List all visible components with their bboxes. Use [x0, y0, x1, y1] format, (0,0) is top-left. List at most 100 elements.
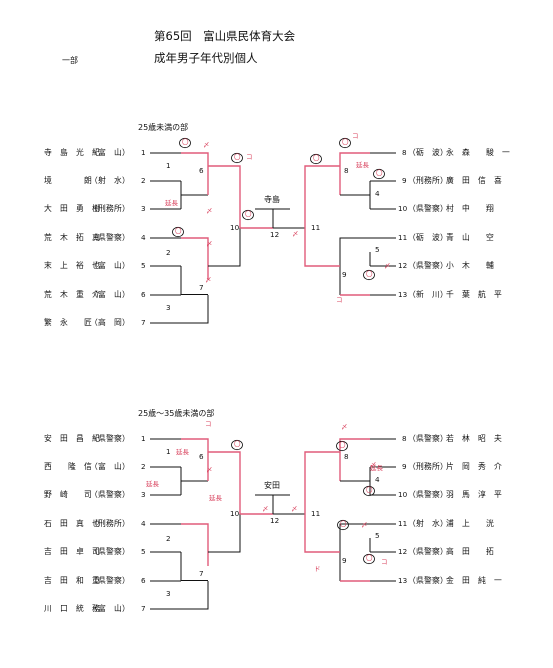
result-mark: コ	[205, 420, 212, 428]
bracket-line	[181, 581, 209, 610]
result-mark: 延長	[370, 464, 383, 472]
player-name: 荒 木 拓 真	[44, 233, 100, 242]
match-number: 8	[344, 166, 349, 175]
bracket-line	[339, 237, 370, 295]
result-mark: 〆	[206, 240, 213, 248]
match-number: 1	[166, 161, 171, 170]
win-line	[304, 451, 340, 514]
result-mark: コ	[246, 153, 253, 161]
seed-number: 3	[141, 204, 146, 213]
win-line	[181, 152, 209, 195]
player-team: （射 水）	[408, 519, 448, 528]
match-number: 9	[342, 556, 347, 565]
match-number: 2	[166, 248, 171, 257]
seed-number: 7	[141, 604, 146, 613]
match-number: 12	[270, 230, 280, 239]
result-mark: 〇	[366, 270, 373, 278]
player-team: （砺 波）	[408, 148, 448, 157]
result-mark: 〇	[234, 440, 241, 448]
match-number: 12	[270, 516, 280, 525]
player-team: （県警察）	[408, 576, 448, 585]
seed-number: 8	[402, 148, 407, 157]
seed-number: 4	[141, 519, 146, 528]
player-name: 境 朗	[44, 176, 92, 185]
result-mark: 〇	[339, 441, 346, 449]
seed-number: 6	[141, 576, 146, 585]
player-team: （県警察）	[90, 490, 130, 499]
bracket-line	[208, 514, 241, 553]
player-team: （富 山）	[90, 604, 130, 613]
player-team: （県警察）	[90, 434, 130, 443]
mark-circle	[336, 440, 348, 452]
seed-number: 9	[402, 176, 407, 185]
player-team: （富 山）	[90, 462, 130, 471]
match-number: 5	[375, 531, 380, 540]
seed-number: 1	[141, 148, 146, 157]
seed-number: 1	[141, 434, 146, 443]
match-number: 2	[166, 534, 171, 543]
seed-number: 10	[398, 490, 408, 499]
mark-circle	[310, 153, 322, 165]
win-line	[304, 165, 340, 228]
seed-number: 11	[398, 519, 408, 528]
seed-number: 9	[402, 462, 407, 471]
result-mark: 延長	[176, 448, 189, 456]
player-name: 川 口 統 務	[44, 604, 100, 613]
winner-name: 安田	[264, 481, 280, 490]
match-number: 9	[342, 270, 347, 279]
seed-number: 13	[398, 576, 408, 585]
player-team: （県警察）	[408, 547, 448, 556]
player-name: 吉 田 和 重	[44, 576, 100, 585]
winner-name: 寺島	[264, 195, 280, 204]
player-name: 繁 永 匠	[44, 318, 92, 327]
player-team: （刑務所）	[90, 204, 130, 213]
match-number: 8	[344, 452, 349, 461]
match-number: 7	[199, 283, 204, 292]
win-line	[304, 228, 340, 267]
mark-circle	[172, 226, 184, 238]
match-number: 4	[375, 189, 380, 198]
win-line	[208, 165, 241, 228]
player-name: 千 葉 航 平	[446, 290, 502, 299]
player-team: （県警察）	[90, 233, 130, 242]
result-mark: 〆	[384, 262, 391, 270]
player-team: （県警察）	[90, 576, 130, 585]
win-line	[339, 438, 370, 481]
player-name: 小 木 輔	[446, 261, 494, 270]
seed-number: 12	[398, 261, 408, 270]
match-number: 11	[311, 509, 321, 518]
player-name: 青 山 空	[446, 233, 494, 242]
player-team: （刑務所）	[408, 176, 448, 185]
result-mark: 〆	[370, 461, 377, 469]
mark-circle	[231, 152, 243, 164]
result-mark: コ	[336, 296, 343, 304]
match-number: 3	[166, 303, 171, 312]
result-mark: 〆	[206, 466, 213, 474]
player-team: （刑務所）	[90, 519, 130, 528]
result-mark: 〇	[366, 486, 373, 494]
result-mark: 〆	[205, 276, 212, 284]
match-number: 3	[166, 589, 171, 598]
result-mark: 〆	[361, 521, 368, 529]
result-mark: 延長	[209, 494, 222, 502]
bracket-line	[181, 295, 209, 324]
result-mark: コ	[352, 132, 359, 140]
player-name: 羽 馬 淳 平	[446, 490, 502, 499]
player-name: 高 田 拓	[446, 547, 494, 556]
bracket-line	[339, 523, 370, 581]
win-line	[339, 152, 370, 195]
seed-number: 8	[402, 434, 407, 443]
player-name: 片 岡 秀 介	[446, 462, 502, 471]
seed-number: 11	[398, 233, 408, 242]
seed-number: 4	[141, 233, 146, 242]
result-mark: 〇	[342, 138, 349, 146]
match-number: 4	[375, 475, 380, 484]
mark-circle	[179, 137, 191, 149]
result-mark: 〇	[340, 520, 347, 528]
seed-number: 10	[398, 204, 408, 213]
player-team: （富 山）	[90, 290, 130, 299]
seed-number: 6	[141, 290, 146, 299]
player-name: 廣 田 信 喜	[446, 176, 502, 185]
